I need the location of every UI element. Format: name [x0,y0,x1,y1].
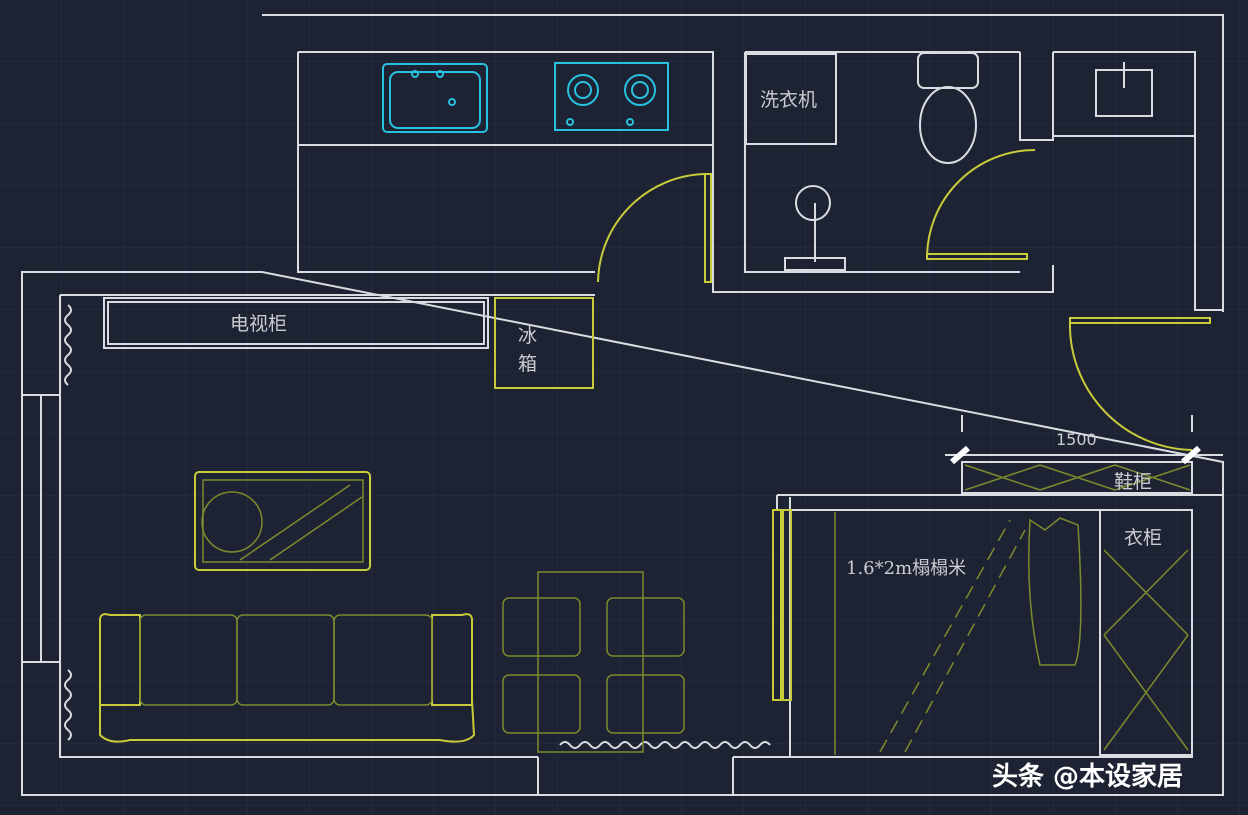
toilet [917,52,979,164]
watermark: 头条 @本设家居 [992,761,1183,792]
sink [382,63,488,133]
curtain-bedroom [559,741,771,749]
shoe-cabinet-label: 鞋柜 [1114,471,1152,493]
fridge [494,297,594,389]
shoe-cabinet [964,464,1191,491]
curtain-top [64,304,72,386]
window [21,394,61,663]
tv-cabinet [103,297,489,349]
gas-stove [554,62,669,131]
walls [21,14,1224,796]
sofa [99,613,476,743]
shower [784,185,846,271]
washer-label: 洗衣机 [760,89,817,111]
fridge-label-2: 箱 [518,353,537,375]
dimension-label: 1500 [1056,430,1097,449]
fridge-label-1: 冰 [518,325,537,347]
tatami-bed [834,512,1082,755]
coffee-table [194,471,371,571]
doors [597,149,1211,701]
curtain-bottom [64,669,72,741]
washing-machine [745,53,837,145]
dimension-line [950,415,1201,465]
dining-set [502,571,685,753]
tatami-label: 1.6*2m榻榻米 [846,558,966,579]
wardrobe [1099,509,1193,756]
wardrobe-label: 衣柜 [1124,527,1162,549]
wash-basin [1095,62,1153,117]
tv-cabinet-label: 电视柜 [230,313,287,335]
